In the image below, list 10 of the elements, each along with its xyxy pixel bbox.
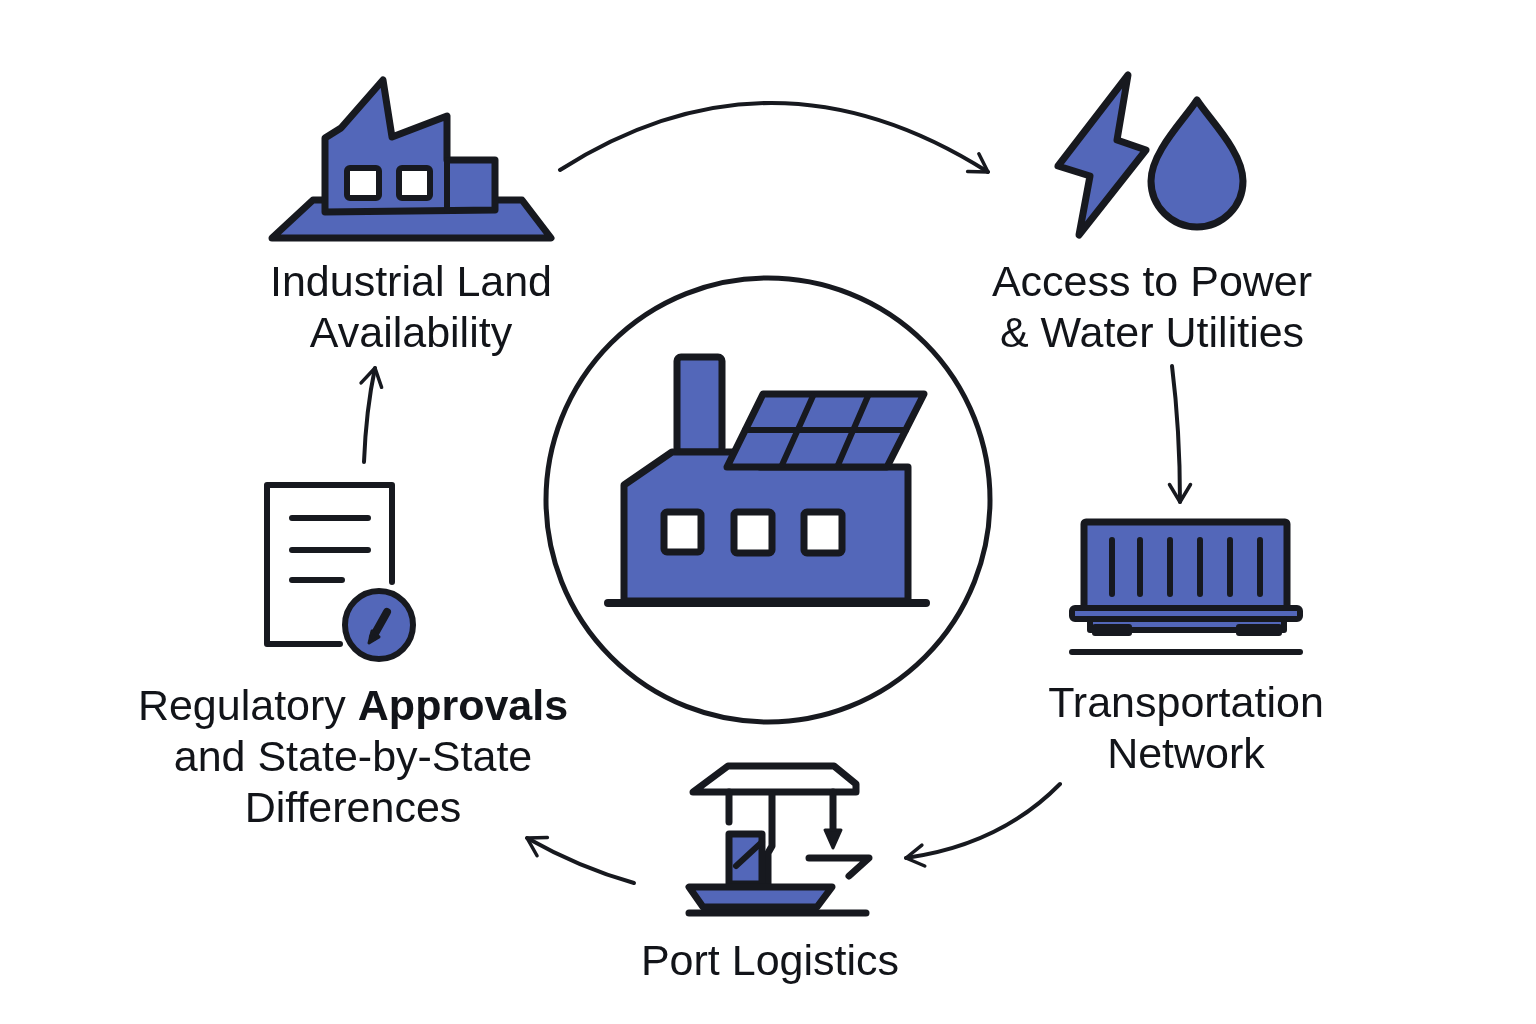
step-label: Industrial Land Availability: [268, 256, 554, 358]
step-label: Port Logistics: [640, 935, 900, 986]
arrow: [1167, 364, 1193, 504]
arrow: [525, 835, 636, 885]
step-label: Regulatory Approvals and State-by-State Differences: [136, 680, 570, 833]
step-label: Access to Power & Water Utilities: [990, 256, 1314, 358]
arrow: [359, 366, 384, 464]
step-label: Transportation Network: [1047, 677, 1325, 779]
arrow: [904, 782, 1062, 868]
arrow: [558, 101, 990, 174]
